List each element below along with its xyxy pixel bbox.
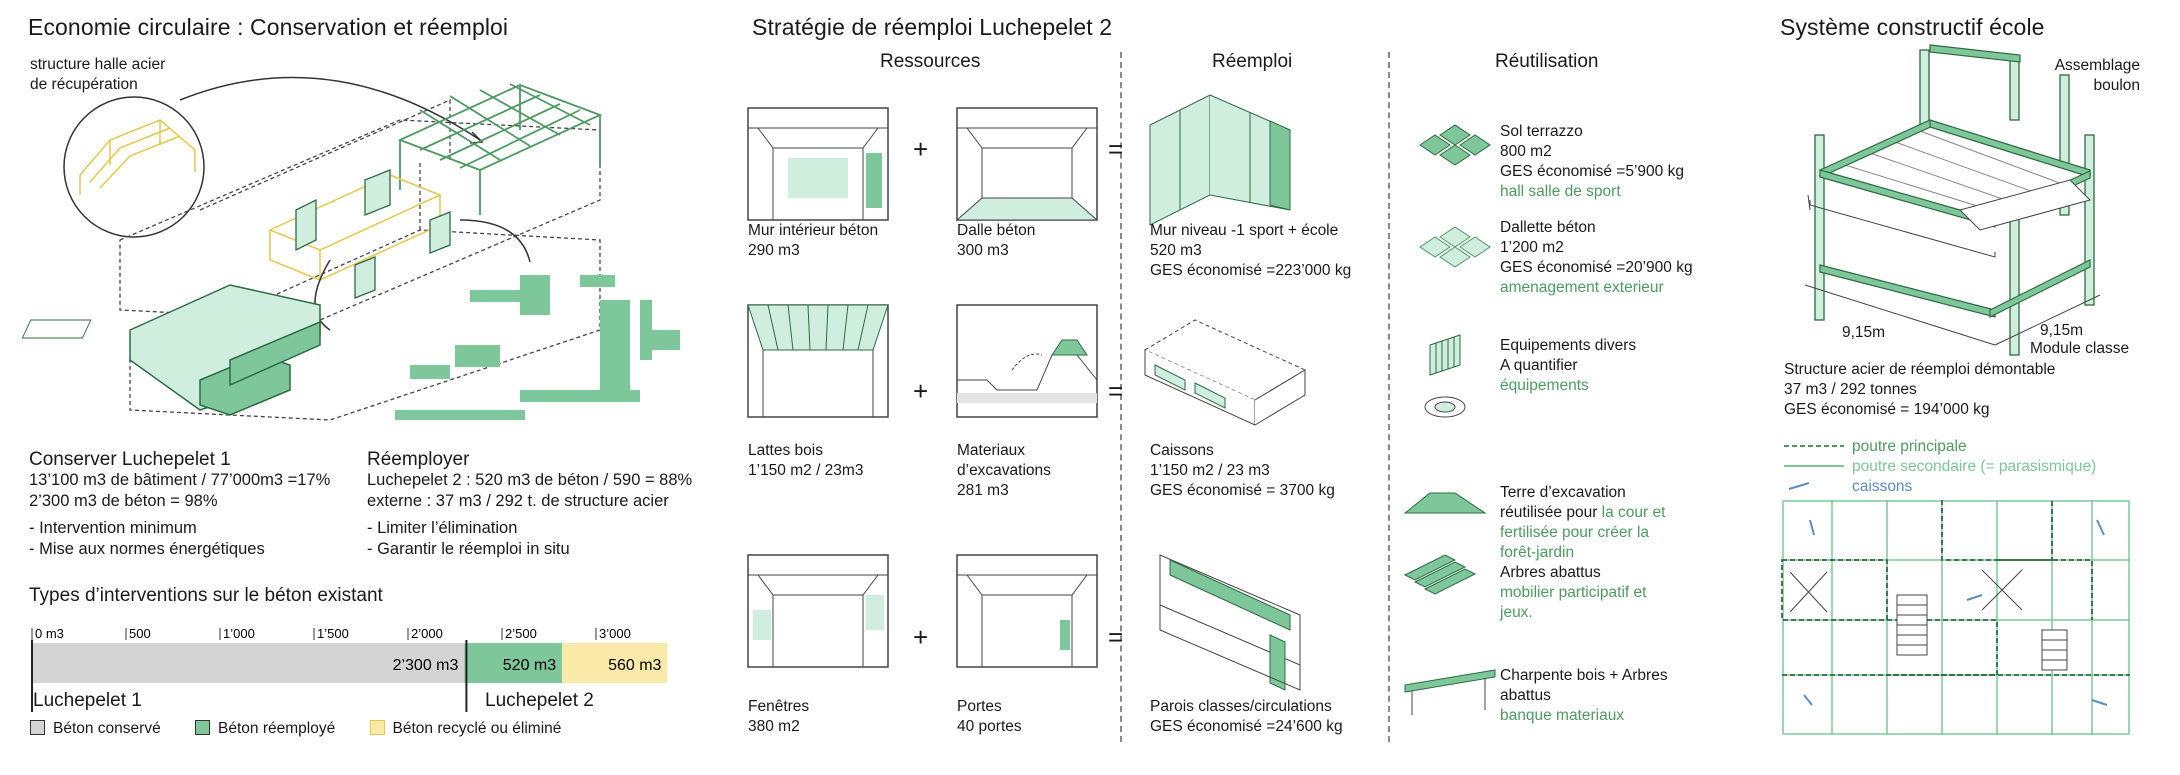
divider-2 — [1388, 52, 1390, 742]
dimension-1: 9,15m — [1842, 324, 1886, 341]
equals-row-1: = — [1108, 134, 1124, 164]
thumb-excavations — [956, 304, 1098, 418]
chart-title: Types d’interventions sur le béton exist… — [29, 585, 383, 606]
tick-label: 3’000 — [599, 626, 631, 641]
icon-terre — [1403, 492, 1487, 514]
bar-value-label: 520 m3 — [503, 657, 556, 674]
group-label-luchepelet-1: Luchepelet 1 — [33, 690, 142, 711]
thumb-portes — [956, 554, 1098, 668]
dimension-2: 9,15m — [2040, 322, 2084, 339]
right-title: Système constructif école — [1780, 14, 2045, 40]
legend-poutre-principale: poutre principale — [1784, 438, 1967, 455]
structure-axonometric — [1804, 44, 2101, 356]
tick-label: 1’000 — [223, 626, 255, 641]
icon-charpente — [1404, 669, 1496, 715]
structure-plan — [1781, 500, 2130, 735]
thumb-mur-interieur — [747, 107, 889, 221]
equals-row-3: = — [1108, 622, 1124, 652]
structure-legend: poutre principale poutre secondaire (= p… — [1784, 437, 2096, 497]
tick-label: 0 m3 — [35, 626, 64, 641]
reuse-terre: Terre d’excavation réutilisée pour la co… — [1500, 484, 1666, 621]
reemployer-block: Réemployer Luchepelet 2 : 520 m3 de béto… — [367, 449, 693, 558]
left-title: Economie circulaire : Conservation et ré… — [28, 14, 509, 40]
tick-label: 2’500 — [505, 626, 537, 641]
chart-legend: Béton conservé Béton réemployé Béton rec… — [30, 719, 561, 739]
bar-segment-2 — [464, 643, 563, 683]
site-axonometric — [21, 76, 680, 421]
bar-segment-1 — [32, 643, 465, 683]
module-classe-label: Module classe — [2030, 340, 2130, 357]
icon-terrazzo — [1419, 124, 1491, 166]
thumb-lattes-bois — [747, 304, 889, 418]
plus-row-2: + — [913, 376, 929, 406]
thumb-mur-niveau — [1149, 94, 1291, 226]
legend-poutre-secondaire: poutre secondaire (= parasismique) — [1784, 458, 2097, 475]
group-label-luchepelet-2: Luchepelet 2 — [485, 690, 594, 711]
legend-item-reemploye: Béton réemployé — [195, 720, 335, 737]
concrete-bar-chart: 0 m3 500 1’000 1’500 2’000 2’500 3’000 2’300 m3… — [31, 626, 668, 712]
tick-label: 2’000 — [411, 626, 443, 641]
divider-1 — [1120, 52, 1122, 742]
equals-row-2: = — [1108, 376, 1124, 406]
legend-item-recycle: Béton recyclé ou éliminé — [369, 720, 561, 737]
middle-title: Stratégie de réemploi Luchepelet 2 — [752, 14, 1113, 40]
thumb-dalle-beton — [955, 107, 1099, 221]
icon-arbres — [1403, 554, 1477, 595]
plus-row-3: + — [913, 622, 929, 652]
bar-value-label: 560 m3 — [608, 657, 661, 674]
col-ressources: Ressources — [880, 51, 981, 72]
icon-equipements — [1424, 334, 1466, 418]
tick-label: 500 — [129, 626, 151, 641]
icon-dallette — [1419, 226, 1491, 268]
bar-value-label: 2’300 m3 — [393, 657, 459, 674]
col-reutilisation: Réutilisation — [1495, 51, 1599, 72]
thumb-fenetres — [747, 554, 889, 668]
conserver-block: Conserver Luchepelet 1 13’100 m3 de bâti… — [29, 449, 331, 558]
col-reemploi: Réemploi — [1212, 51, 1293, 72]
thumb-caissons — [1143, 319, 1307, 426]
tick-label: 1’500 — [317, 626, 349, 641]
bar-segment-3 — [562, 643, 668, 683]
legend-item-conserve: Béton conservé — [30, 720, 161, 737]
thumb-parois — [1159, 554, 1301, 691]
legend-caissons: caissons — [1784, 477, 2096, 497]
plus-row-1: + — [913, 134, 929, 164]
